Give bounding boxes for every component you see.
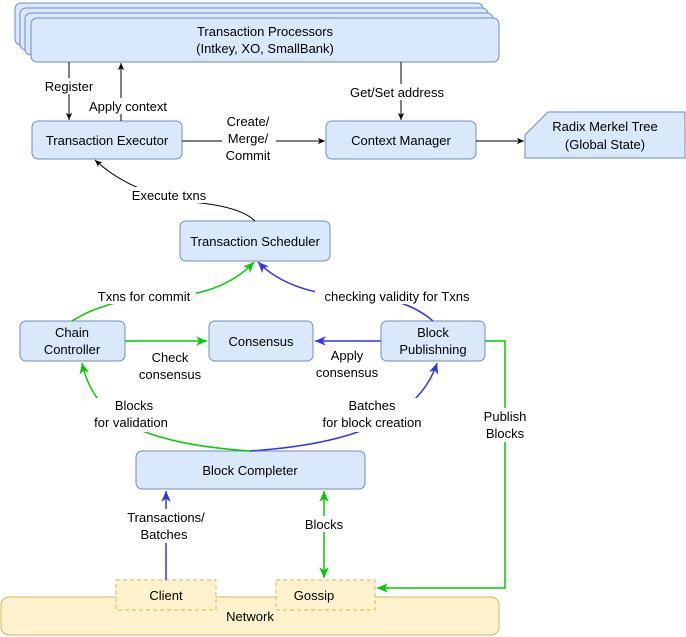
- create-label: Create/: [227, 114, 270, 129]
- checking-validity-edge: checking validity for Txns: [257, 261, 479, 322]
- apply-consensus-edge: Apply consensus: [315, 336, 381, 380]
- radix-merkel-tree-node: Radix Merkel Tree (Global State): [524, 111, 686, 159]
- apply-context-label: Apply context: [89, 99, 167, 114]
- commit-label: Commit: [226, 148, 271, 163]
- check-label: Check: [152, 350, 189, 365]
- publish-blocks-label: Blocks: [486, 426, 525, 441]
- transaction-processors-node: Transaction Processors (Intkey, XO, Smal…: [14, 2, 500, 63]
- check-consensus-label: consensus: [139, 367, 202, 382]
- chain-controller-line2: Controller: [44, 342, 101, 357]
- check-consensus-edge: Check consensus: [125, 336, 207, 382]
- client-label: Client: [149, 588, 183, 603]
- apply-consensus-label: consensus: [316, 365, 379, 380]
- create-merge-commit-edge: Create/ Merge/ Commit: [182, 114, 325, 163]
- blocks-label: Blocks: [115, 398, 154, 413]
- network-label: Network: [226, 609, 274, 624]
- batches-for-block-creation-edge: Batches for block creation: [249, 362, 439, 452]
- transaction-executor-node: Transaction Executor: [31, 120, 183, 160]
- merge-label: Merge/: [228, 131, 269, 146]
- register-edge: Register: [40, 62, 98, 120]
- radix-merkel-tree-subtitle: (Global State): [565, 137, 645, 152]
- transaction-processors-subtitle: (Intkey, XO, SmallBank): [196, 41, 334, 56]
- apply-label: Apply: [331, 348, 364, 363]
- batches-sub-label: Batches: [141, 527, 188, 542]
- consensus-node: Consensus: [208, 320, 314, 362]
- network-node: Network: [0, 596, 500, 636]
- register-label: Register: [45, 79, 94, 94]
- publish-blocks-edge: Publish Blocks: [377, 340, 532, 593]
- context-manager-label: Context Manager: [351, 133, 451, 148]
- block-completer-node: Block Completer: [135, 450, 366, 490]
- transaction-scheduler-node: Transaction Scheduler: [179, 220, 331, 262]
- transactions-batches-edge: Transactions/ Batches: [118, 491, 214, 580]
- block-publishing-line2: Publishning: [399, 342, 466, 357]
- gossip-node: Gossip: [275, 579, 376, 611]
- for-block-creation-label: for block creation: [323, 415, 422, 430]
- context-manager-node: Context Manager: [325, 120, 477, 160]
- chain-controller-line1: Chain: [55, 325, 89, 340]
- apply-context-edge: Apply context: [84, 63, 174, 121]
- transaction-scheduler-label: Transaction Scheduler: [190, 234, 320, 249]
- transaction-processors-title: Transaction Processors: [197, 24, 334, 39]
- get-set-address-edge: Get/Set address: [343, 62, 451, 120]
- batches-label: Batches: [349, 398, 396, 413]
- txns-for-commit-label: Txns for commit: [98, 289, 191, 304]
- execute-txns-edge: Execute txns: [94, 159, 256, 222]
- txns-for-commit-edge: Txns for commit: [71, 261, 255, 322]
- chain-controller-node: Chain Controller: [19, 320, 126, 362]
- client-node: Client: [115, 579, 217, 611]
- blocks-edge-label: Blocks: [305, 517, 344, 532]
- get-set-address-label: Get/Set address: [350, 85, 444, 100]
- transaction-executor-label: Transaction Executor: [46, 133, 169, 148]
- consensus-label: Consensus: [228, 334, 294, 349]
- block-publishing-line1: Block: [417, 325, 449, 340]
- for-validation-label: for validation: [94, 415, 168, 430]
- publish-label: Publish: [484, 409, 527, 424]
- radix-merkel-tree-title: Radix Merkel Tree: [552, 119, 657, 134]
- gossip-label: Gossip: [294, 588, 334, 603]
- transactions-label: Transactions/: [127, 510, 205, 525]
- blocks-for-validation-edge: Blocks for validation: [79, 362, 251, 452]
- block-completer-label: Block Completer: [202, 463, 298, 478]
- checking-validity-label: checking validity for Txns: [325, 289, 470, 304]
- execute-txns-label: Execute txns: [132, 188, 207, 203]
- blocks-bidirectional-edge: Blocks: [298, 491, 350, 578]
- block-publishing-node: Block Publishning: [380, 320, 486, 362]
